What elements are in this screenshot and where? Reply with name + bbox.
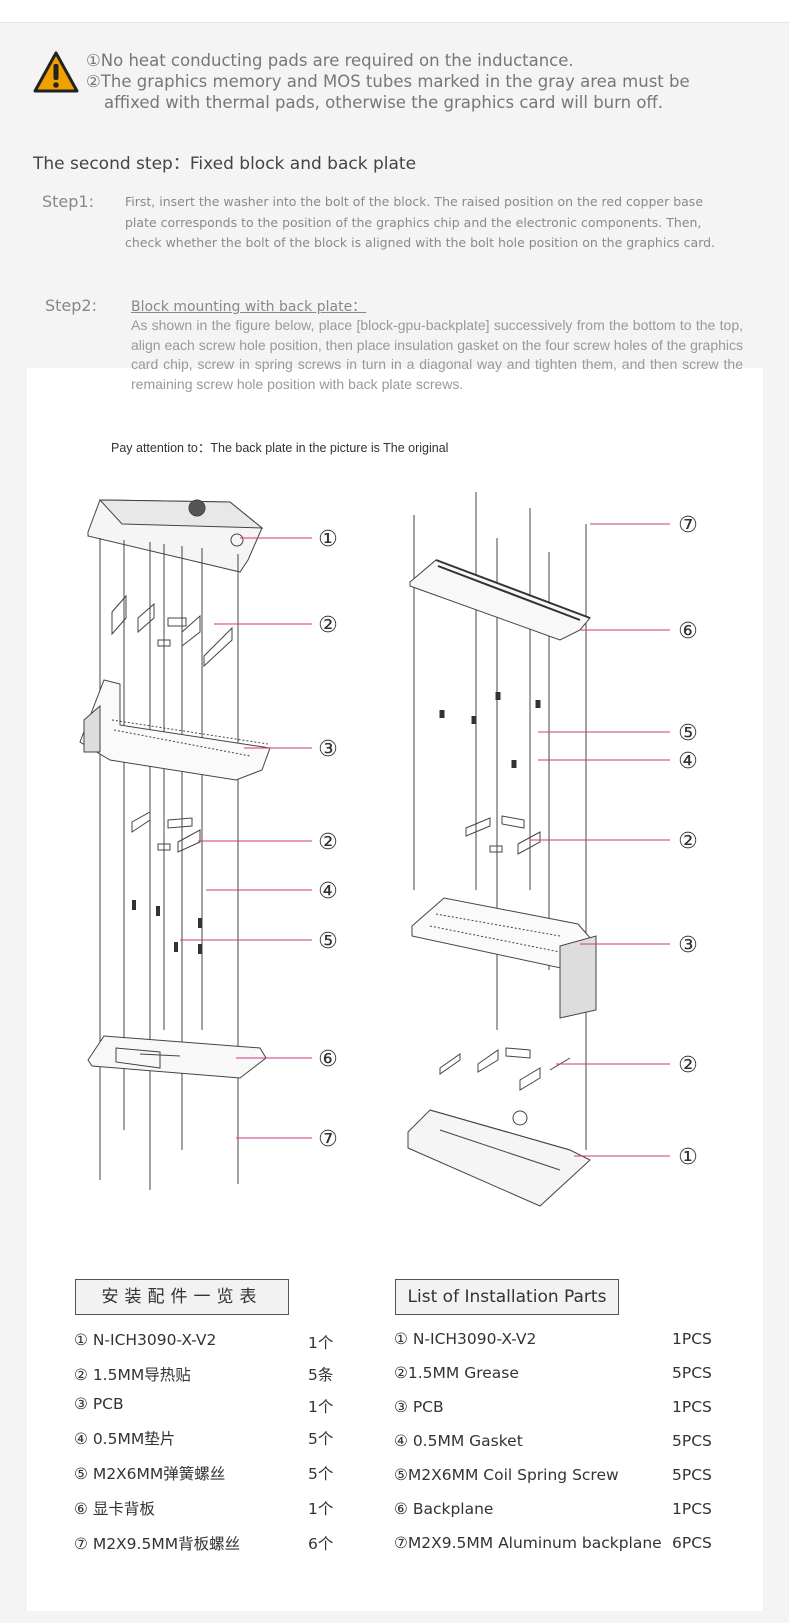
- part-qty: 5条: [308, 1366, 334, 1384]
- warning-text: ①No heat conducting pads are required on…: [86, 50, 690, 113]
- left-callout-5: ④: [318, 879, 338, 904]
- exploded-assembly-diagram: ① ② ③ ② ④ ⑤ ⑥ ⑦ ⑦ ⑥ ⑤ ④ ② ③ ② ①: [79, 492, 698, 1207]
- part-qty: 5个: [308, 1465, 334, 1483]
- left-callout-7: ⑥: [318, 1047, 338, 1072]
- step2-text: As shown in the figure below, place [blo…: [131, 317, 743, 392]
- part-name: ⑦M2X9.5MM Aluminum backplane: [394, 1534, 662, 1552]
- left-callout-6: ⑤: [318, 929, 338, 954]
- warning-line-3: affixed with thermal pads, otherwise the…: [104, 93, 664, 112]
- part-qty: 5PCS: [672, 1432, 712, 1450]
- warning-icon: [33, 51, 79, 93]
- part-qty: 1个: [308, 1334, 334, 1352]
- part-qty: 5个: [308, 1430, 334, 1448]
- step1-label: Step1:: [42, 192, 94, 211]
- left-callout-1: ①: [318, 527, 338, 552]
- part-qty: 1个: [308, 1398, 334, 1416]
- part-name: ① N-ICH3090-X-V2: [394, 1330, 537, 1348]
- attention-note: Pay attention to：The back plate in the p…: [111, 441, 449, 455]
- part-name: ② 1.5MM导热贴: [74, 1366, 191, 1384]
- right-callout-1: ⑦: [678, 513, 698, 538]
- part-name: ⑤M2X6MM Coil Spring Screw: [394, 1466, 619, 1484]
- part-name: ⑥ Backplane: [394, 1500, 494, 1518]
- part-qty: 1PCS: [672, 1500, 712, 1518]
- left-callout-8: ⑦: [318, 1127, 338, 1152]
- right-callout-6: ③: [678, 933, 698, 958]
- warning-line-2: ②The graphics memory and MOS tubes marke…: [86, 72, 690, 91]
- right-assembly: [407, 492, 597, 1207]
- parts-list-title-en: List of Installation Parts: [395, 1279, 619, 1315]
- part-name: ⑥ 显卡背板: [74, 1500, 155, 1518]
- part-qty: 1个: [308, 1500, 334, 1518]
- left-callout-4: ②: [318, 830, 338, 855]
- right-callout-2: ⑥: [678, 619, 698, 644]
- right-callout-7: ②: [678, 1053, 698, 1078]
- left-callout-3: ③: [318, 737, 338, 762]
- section-title: The second step：Fixed block and back pla…: [33, 154, 417, 174]
- part-qty: 6PCS: [672, 1534, 712, 1552]
- part-name: ⑦ M2X9.5MM背板螺丝: [74, 1535, 241, 1553]
- part-qty: 1PCS: [672, 1330, 712, 1348]
- left-assembly: [79, 499, 271, 1190]
- part-name: ⑤ M2X6MM弹簧螺丝: [74, 1465, 226, 1483]
- part-name: ① N-ICH3090-X-V2: [74, 1331, 217, 1349]
- left-callout-2: ②: [318, 613, 338, 638]
- part-name: ③ PCB: [74, 1395, 124, 1413]
- right-callout-3: ⑤: [678, 721, 698, 746]
- right-callout-4: ④: [678, 749, 698, 774]
- parts-list-title-cn: 安装配件一览表: [75, 1279, 289, 1315]
- step1-text: First, insert the washer into the bolt o…: [125, 194, 716, 250]
- top-divider: [0, 22, 789, 23]
- part-name: ③ PCB: [394, 1398, 444, 1416]
- right-callout-5: ②: [678, 829, 698, 854]
- part-qty: 5PCS: [672, 1466, 712, 1484]
- part-qty: 5PCS: [672, 1364, 712, 1382]
- parts-list-en: ① N-ICH3090-X-V2 1PCS ②1.5MM Grease 5PCS ③…: [394, 1330, 724, 1560]
- part-qty: 1PCS: [672, 1398, 712, 1416]
- part-qty: 6个: [308, 1535, 334, 1553]
- part-name: ②1.5MM Grease: [394, 1364, 519, 1382]
- step2-label: Step2:: [45, 296, 97, 315]
- warning-line-1: ①No heat conducting pads are required on…: [86, 51, 574, 70]
- part-name: ④ 0.5MM Gasket: [394, 1432, 523, 1450]
- right-callout-8: ①: [678, 1145, 698, 1170]
- part-name: ④ 0.5MM垫片: [74, 1430, 176, 1448]
- step2-subtitle: Block mounting with back plate：: [131, 299, 367, 315]
- top-band: [0, 0, 789, 22]
